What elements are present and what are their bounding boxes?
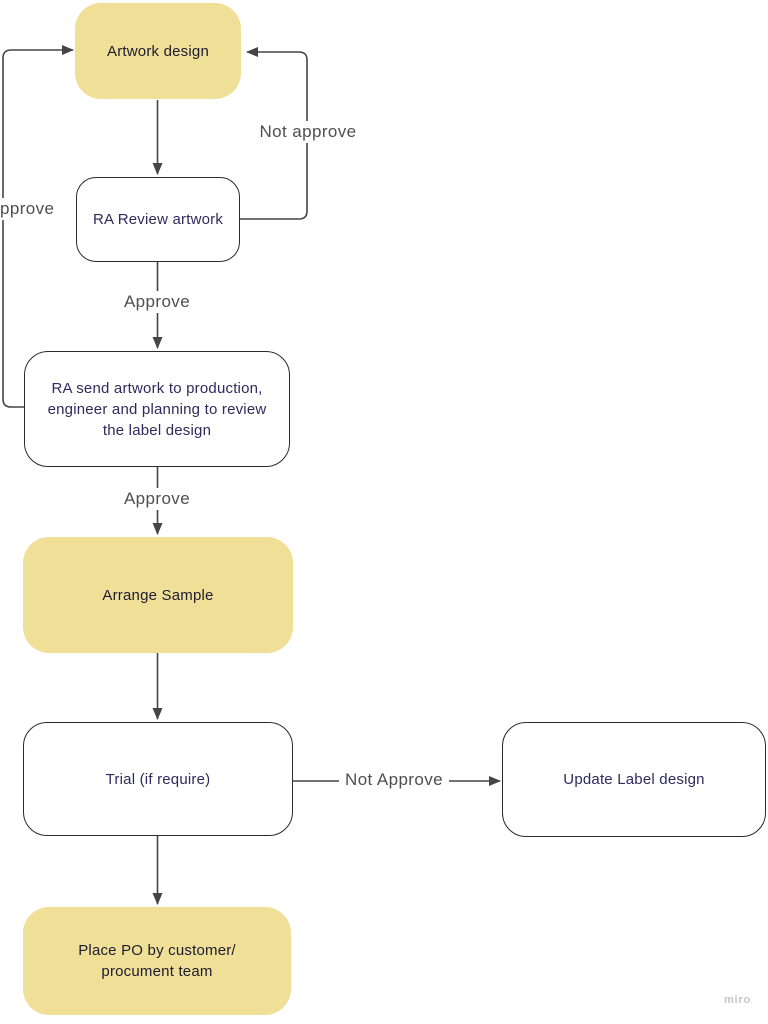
node-update-label-design-label: Update Label design xyxy=(563,771,705,788)
node-ra-send-artwork-label: RA send artwork to production, engineer … xyxy=(47,379,267,439)
node-arrange-sample-label: Arrange Sample xyxy=(102,586,214,604)
edge-label-not-approve-trial[interactable]: Not Approve xyxy=(339,769,449,791)
node-artwork-design-label: Artwork design xyxy=(106,42,209,60)
node-ra-review-artwork-label: RA Review artwork xyxy=(92,211,224,228)
node-place-po-label: Place PO by customer/ procument team xyxy=(78,942,236,980)
node-trial[interactable]: Trial (if require) xyxy=(23,722,293,836)
edge-label-not-approve-loop[interactable]: Not approve xyxy=(253,121,363,143)
node-update-label-design[interactable]: Update Label design xyxy=(502,722,766,837)
node-arrange-sample[interactable]: Arrange Sample xyxy=(23,537,293,653)
edge-label-approve-to-sample[interactable]: Approve xyxy=(117,488,197,510)
node-artwork-design[interactable]: Artwork design xyxy=(75,3,241,99)
node-trial-label: Trial (if require) xyxy=(105,770,211,788)
node-ra-send-artwork[interactable]: RA send artwork to production, engineer … xyxy=(24,351,290,467)
edge-label-approve-to-send[interactable]: Approve xyxy=(117,291,197,313)
miro-watermark[interactable]: miro xyxy=(723,994,751,1006)
node-ra-review-artwork[interactable]: RA Review artwork xyxy=(76,177,240,262)
edge-label-left-loop-partial[interactable]: pprove xyxy=(0,198,61,220)
node-place-po[interactable]: Place PO by customer/ procument team xyxy=(23,907,291,1015)
